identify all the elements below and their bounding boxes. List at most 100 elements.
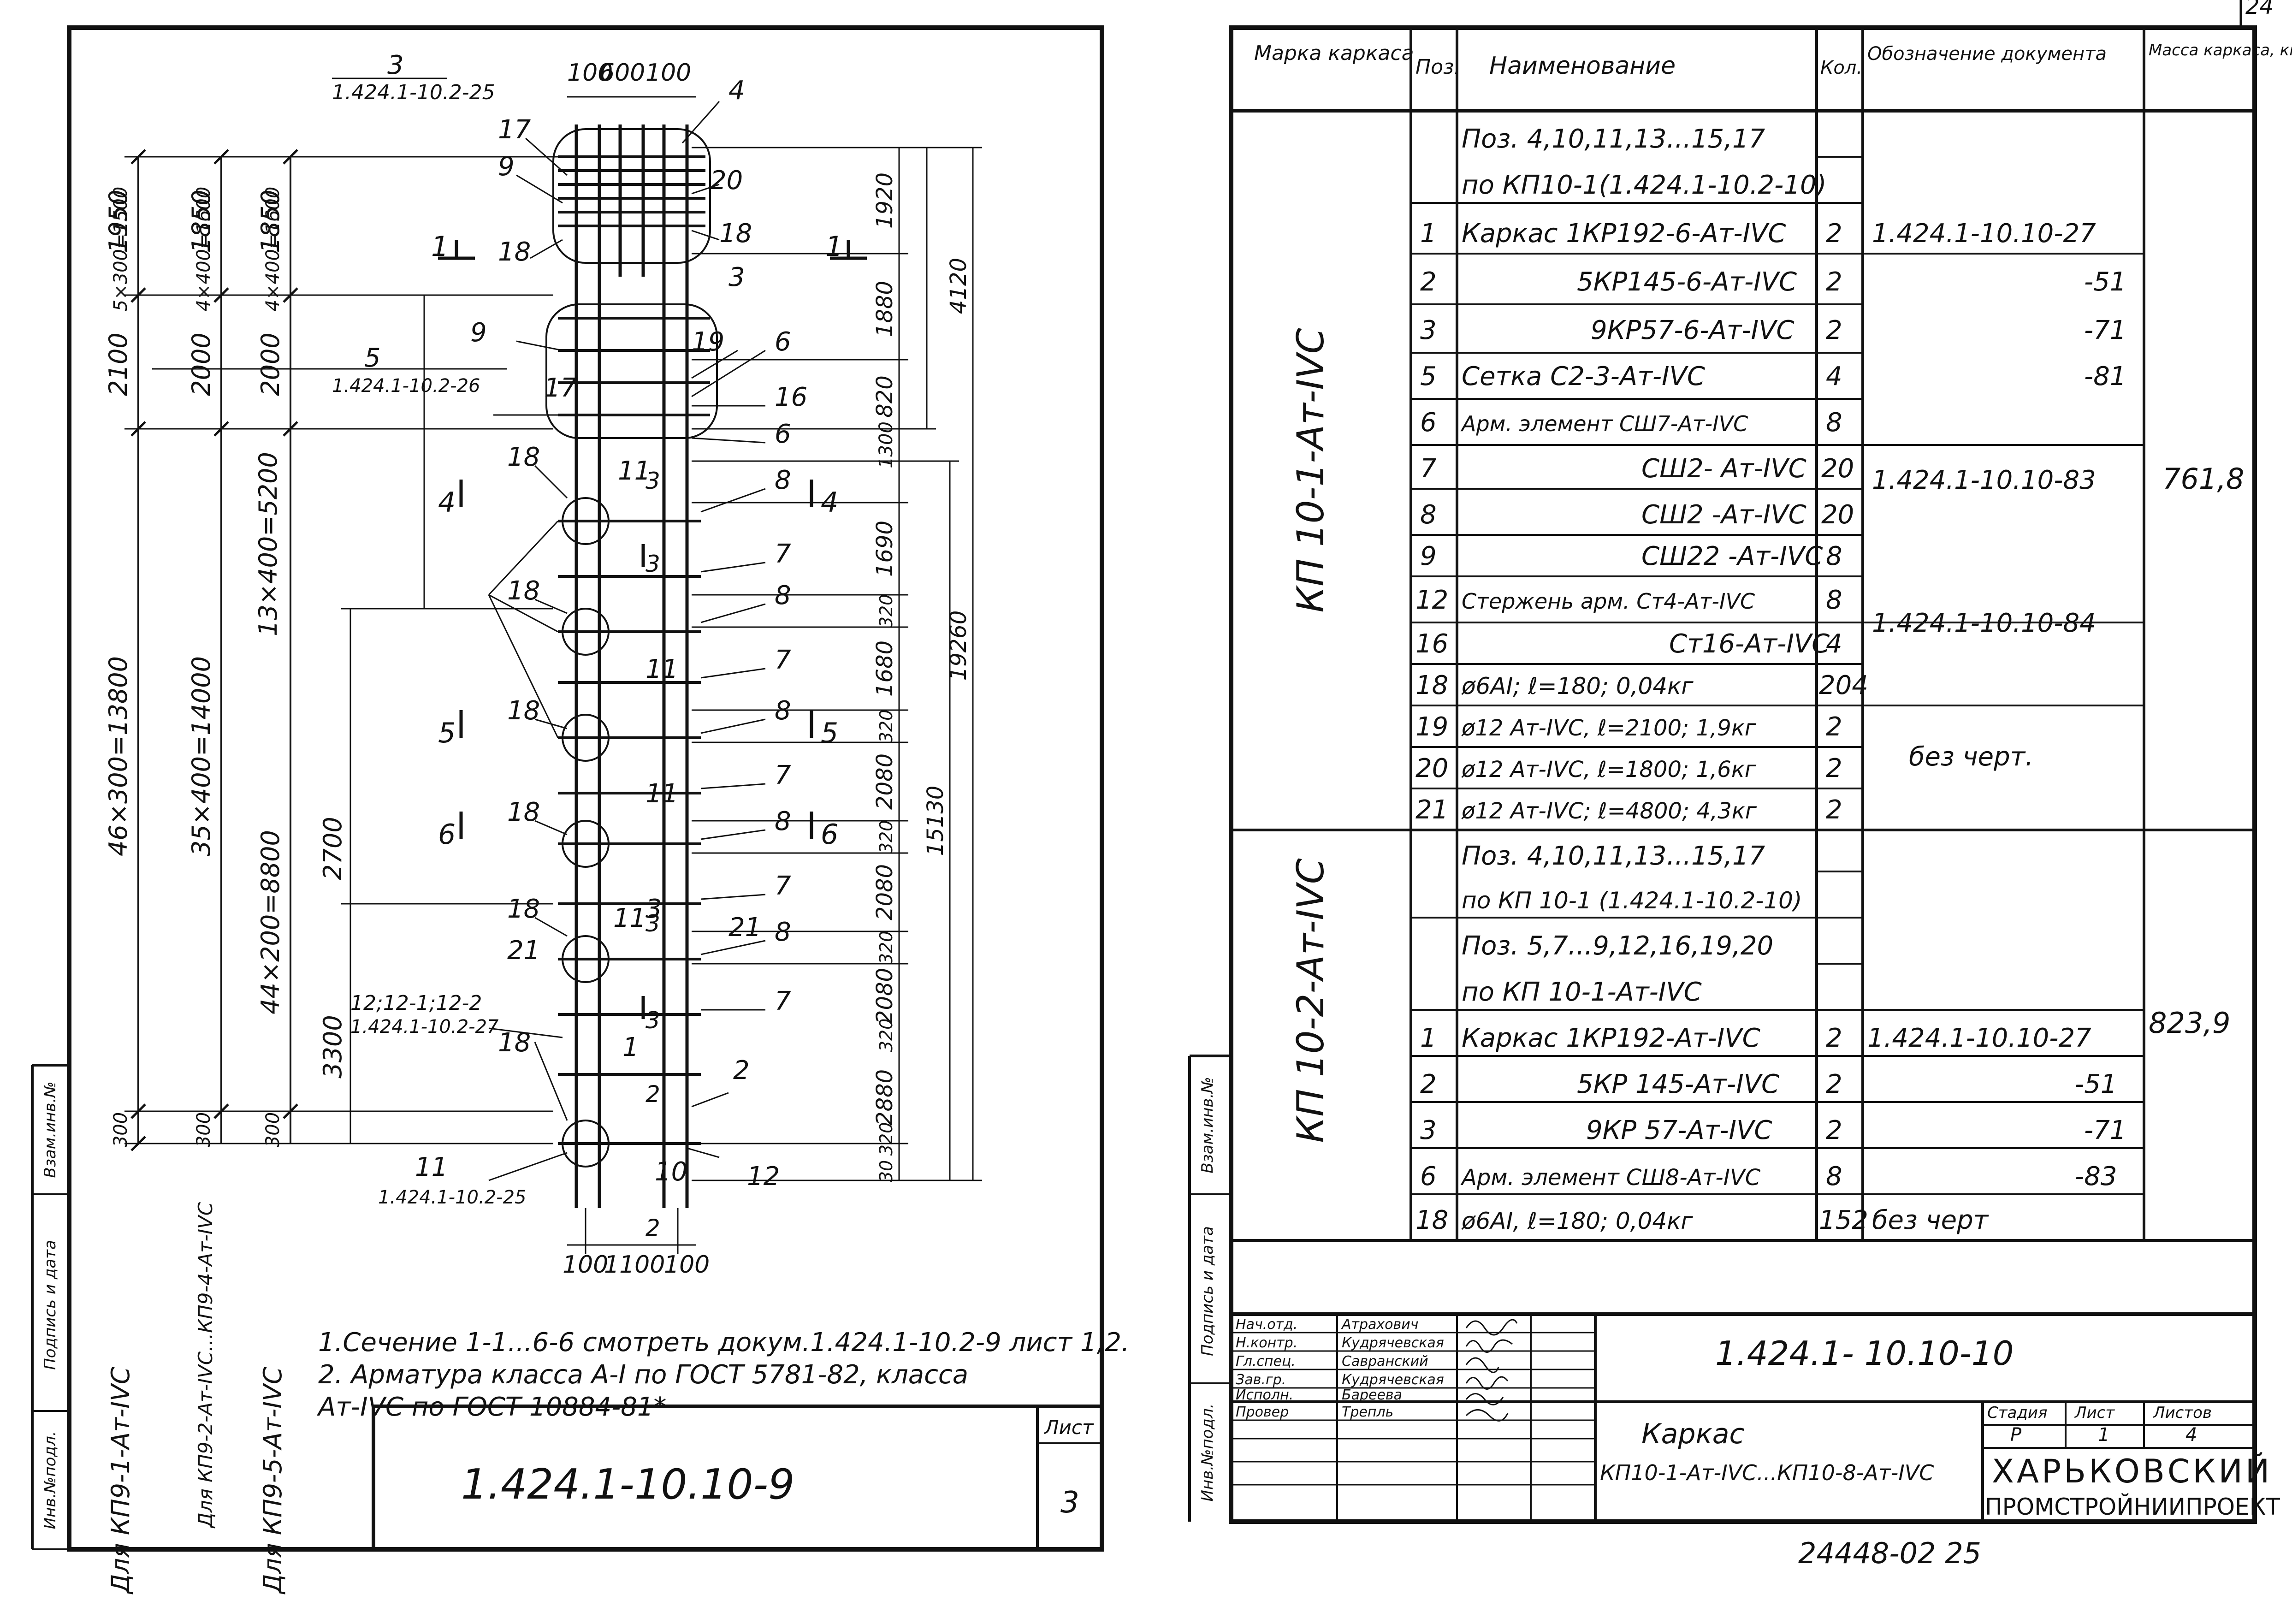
rdim-8: 320 <box>876 710 896 743</box>
row-name: ø12 Ат-IVC, ℓ=2100; 1,9кг <box>1461 715 1757 741</box>
row-name: Сетка С2-3-Ат-IVC <box>1462 362 1705 391</box>
row-qty: 2 <box>1826 315 1842 345</box>
rdim-12: 320 <box>876 931 896 965</box>
rdim-1: 1920 <box>872 172 898 229</box>
group1-mass: 761,8 <box>2162 462 2245 496</box>
zone-outline-top <box>552 128 711 264</box>
row-qty: 8 <box>1826 541 1842 571</box>
col3-dim-5: 300 <box>262 1112 284 1147</box>
role: Нач.отд. <box>1236 1316 1297 1333</box>
row-doc: без черт. <box>1909 742 2033 772</box>
splice-circles <box>562 497 610 1168</box>
part-label: 6 <box>775 419 791 449</box>
part-label: 7 <box>775 871 791 901</box>
row-doc: 1.424.1-10.10-27 <box>1872 219 2096 249</box>
callout-lower-num: 12;12-1;12-2 <box>350 991 482 1015</box>
row-name: ø12 Ат-IVC, ℓ=1800; 1,6кг <box>1461 757 1757 782</box>
rdim-5: 1690 <box>872 521 898 577</box>
part-label: 2 <box>733 1055 750 1085</box>
col2-dim-5: 300 <box>193 1112 214 1147</box>
role: Зав.гр. <box>1236 1372 1286 1388</box>
role: Н.контр. <box>1236 1335 1297 1351</box>
row-pos: 8 <box>1420 500 1437 530</box>
row-pos: 21 <box>1415 795 1448 825</box>
row-qty: 2 <box>1826 1023 1842 1053</box>
callout-mid-ref: 1.424.1-10.2-26 <box>332 375 480 397</box>
row-qty: 4 <box>1826 629 1842 659</box>
callout-lower-ref: 1.424.1-10.2-27 <box>350 1016 499 1037</box>
col3-label: Для КП9-5-Ат-IVC <box>258 1367 287 1594</box>
part-label: 8 <box>775 696 791 726</box>
row-pos: 5 <box>1420 362 1437 391</box>
row-qty: 8 <box>1826 408 1842 438</box>
part-label: 4 <box>728 76 745 106</box>
row-qty: 2 <box>1826 267 1842 297</box>
dim-bottom-3: 100 <box>664 1251 710 1279</box>
overall-dim-3: 15130 <box>923 786 948 856</box>
stamp-subtitle: КП10-1-Ат-IVC...КП10-8-Ат-IVC <box>1600 1460 1934 1485</box>
person-name: Бареева <box>1342 1387 1402 1403</box>
row-name: Поз. 4,10,11,13...15,17 <box>1462 841 1765 871</box>
part-label: 7 <box>775 760 791 790</box>
right-stamp-inv: Инв.№подл. <box>1198 1404 1217 1502</box>
row-pos: 9 <box>1420 541 1437 571</box>
part-label: 18 <box>507 696 540 726</box>
part-label: 11 <box>646 654 678 684</box>
col3-dim-4: 44×200=8800 <box>256 830 285 1014</box>
rdim-10: 320 <box>876 820 896 854</box>
row-doc: -83 <box>2075 1162 2117 1191</box>
row-pos: 6 <box>1420 408 1437 438</box>
row-qty: 204 <box>1819 670 1868 700</box>
part-label: 7 <box>775 986 791 1016</box>
group1-mark: КП 10-1-Ат-IVC <box>1289 328 1332 612</box>
row-name: по КП 10-1-Ат-IVC <box>1462 977 1702 1007</box>
row-doc: -71 <box>2084 315 2126 345</box>
left-stamp-replace: Взам.инв.№ <box>41 1081 59 1178</box>
row-name: Арм. элемент СШ8-Ат-IVC <box>1460 1165 1761 1191</box>
part-label: 11 <box>618 456 651 486</box>
row-pos: 1 <box>1420 219 1437 249</box>
row-pos: 19 <box>1415 712 1448 742</box>
part-label: 18 <box>507 442 540 472</box>
row-pos: 12 <box>1415 585 1448 615</box>
row-doc: 1.424.1-10.10-84 <box>1872 608 2096 638</box>
row-name: Каркас 1КР192-Ат-IVC <box>1462 1023 1760 1053</box>
col2-dim-1: 1850 <box>187 190 216 253</box>
part-label: 6 <box>775 327 791 357</box>
rdim-17: 30 <box>876 1160 896 1182</box>
person-name: Савранский <box>1342 1353 1428 1369</box>
part-label: 7 <box>775 645 791 675</box>
row-name: по КП 10-1 (1.424.1-10.2-10) <box>1462 887 1802 914</box>
row-name: Ст16-Ат-IVC <box>1669 629 1830 659</box>
row-pos: 3 <box>1420 1115 1437 1145</box>
left-dim-2: 2700 <box>318 817 347 880</box>
row-doc: 1.424.1-10.10-83 <box>1872 465 2096 495</box>
part-label: 1 <box>622 1032 639 1062</box>
row-doc: без черт <box>1872 1205 1989 1235</box>
row-doc: -51 <box>2084 267 2126 297</box>
note-2: 2. Арматура класса А-I по ГОСТ 5781-82, … <box>318 1360 968 1390</box>
part-label: 19 <box>692 327 724 357</box>
part-label: 8 <box>775 581 791 610</box>
stamp-code: 1.424.1- 10.10-10 <box>1715 1334 2014 1373</box>
row-name: СШ2 -Ат-IVC <box>1641 500 1806 530</box>
rdim-4: 1300 <box>876 421 897 468</box>
rdim-15: 2880 <box>872 1069 898 1126</box>
row-qty: 2 <box>1826 1069 1842 1099</box>
dim-top-3: 100 <box>646 59 691 87</box>
rdim-16: 320 <box>876 1122 896 1156</box>
row-qty: 4 <box>1826 362 1842 391</box>
callout-mid-num: 5 <box>364 343 381 373</box>
note-3: Ат-IVC по ГОСТ 10884-81* <box>317 1392 667 1422</box>
row-pos: 16 <box>1415 629 1448 659</box>
left-sheet <box>31 25 1104 1552</box>
part-label: 18 <box>507 894 540 924</box>
section-mark-6a: 6 <box>438 818 456 851</box>
part-label: 7 <box>775 539 791 569</box>
row-qty: 152 <box>1819 1205 1868 1235</box>
callout-bottom-num: 11 <box>415 1152 448 1182</box>
part-label: 3 <box>728 262 745 292</box>
org-name-2: ПРОМСТРОЙНИИПРОЕКТ <box>1985 1493 2280 1520</box>
left-stamp-inv: Инв.№подл. <box>41 1431 59 1529</box>
stamp-stage-header: Стадия <box>1987 1404 2047 1422</box>
